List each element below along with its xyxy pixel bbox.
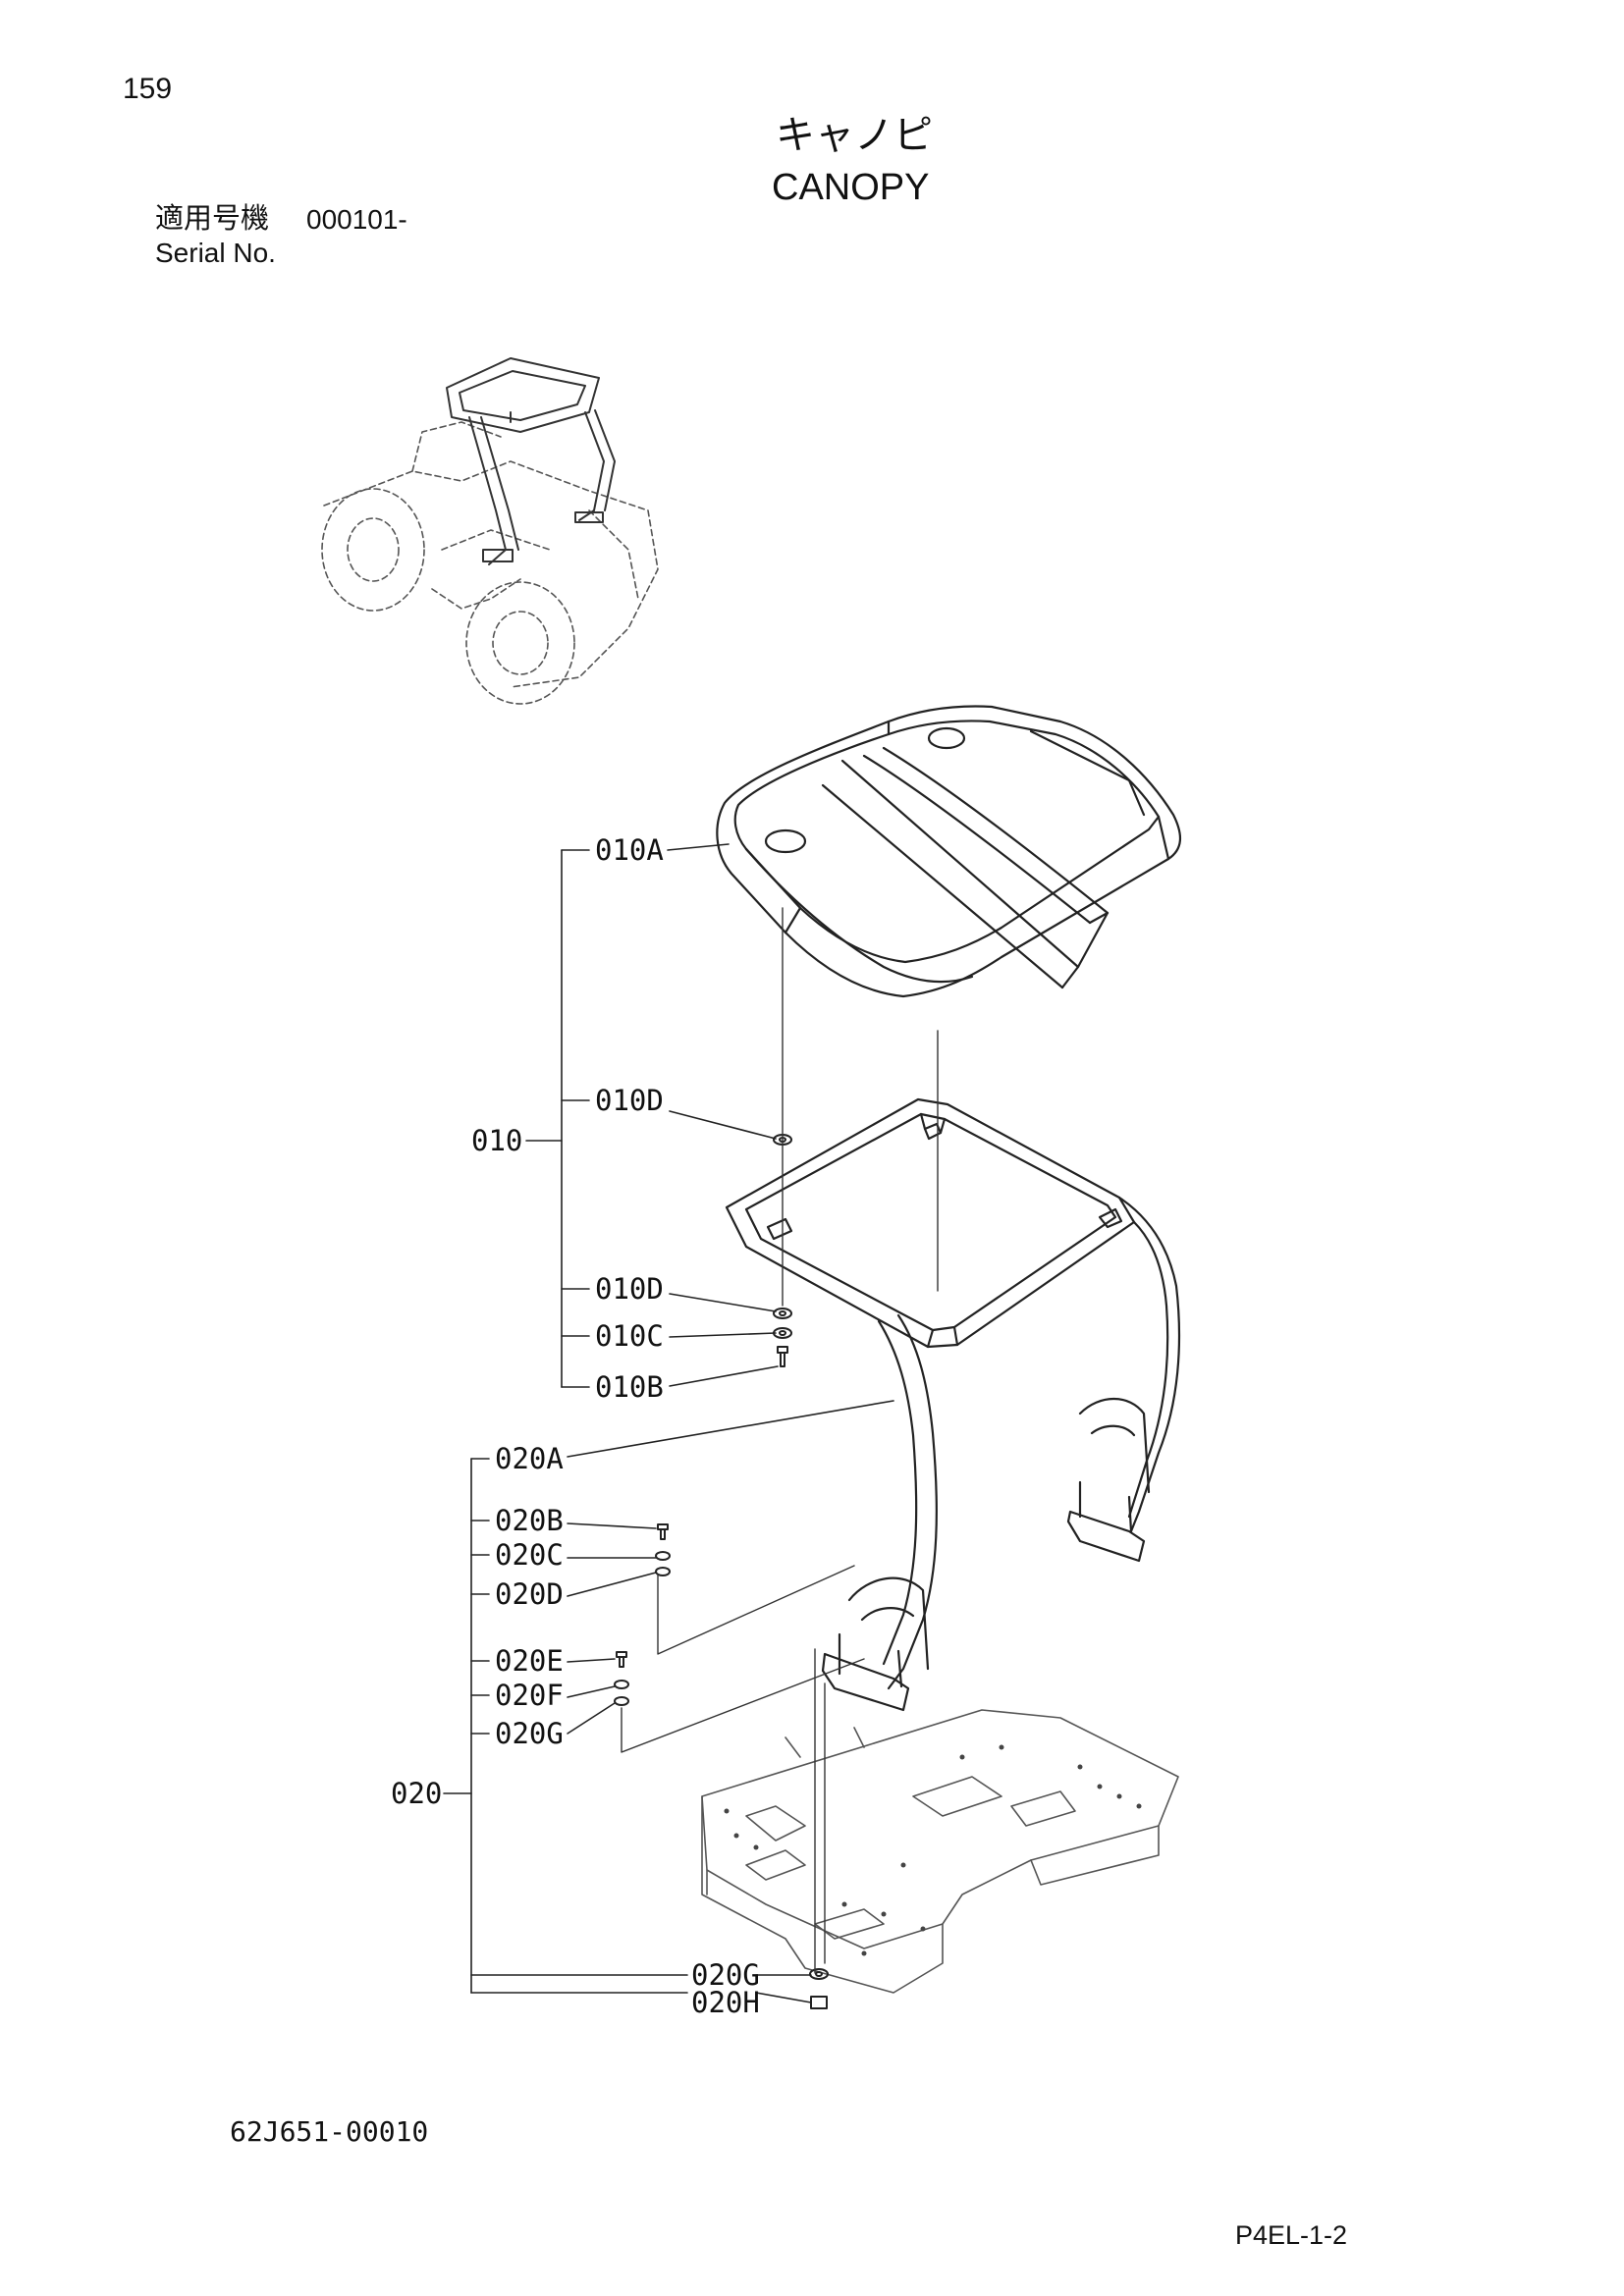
callout-010D-lower: 010D: [595, 1272, 664, 1306]
callout-010A: 010A: [595, 833, 664, 867]
serial-label: Serial No.: [155, 238, 276, 268]
callout-020D: 020D: [495, 1577, 564, 1611]
canopy-frame: [725, 1097, 1181, 1712]
page-number: 159: [123, 73, 173, 105]
hardware-parts: [614, 1134, 829, 2009]
canopy-roof: [716, 705, 1181, 998]
page-code: P4EL-1-2: [1235, 2220, 1348, 2250]
callout-brackets: [443, 843, 894, 2003]
drawing-number: 62J651-00010: [230, 2115, 429, 2148]
callout-010D-upper: 010D: [595, 1084, 664, 1117]
callout-020: 020: [391, 1777, 442, 1810]
callout-010: 010: [471, 1124, 522, 1157]
callout-010B: 010B: [595, 1370, 664, 1404]
callout-020E: 020E: [495, 1644, 564, 1678]
callout-020A: 020A: [495, 1442, 564, 1475]
callout-010C: 010C: [595, 1319, 664, 1353]
callout-020C: 020C: [495, 1538, 564, 1572]
callout-020B: 020B: [495, 1504, 564, 1537]
callout-020F: 020F: [495, 1679, 564, 1712]
alignment-lines: [621, 907, 939, 1974]
serial-number-value: 000101-: [306, 204, 407, 235]
page-title: CANOPY: [772, 167, 930, 208]
callout-020H: 020H: [691, 1986, 760, 2019]
serial-label-japanese: 適用号機: [155, 201, 270, 235]
machine-location-thumbnail: [321, 357, 659, 705]
floor-plate: [701, 1709, 1179, 1994]
callout-020G-upper: 020G: [495, 1717, 564, 1750]
callout-020G-lower: 020G: [691, 1958, 760, 1992]
page-title-japanese: キャノピ: [776, 113, 933, 158]
